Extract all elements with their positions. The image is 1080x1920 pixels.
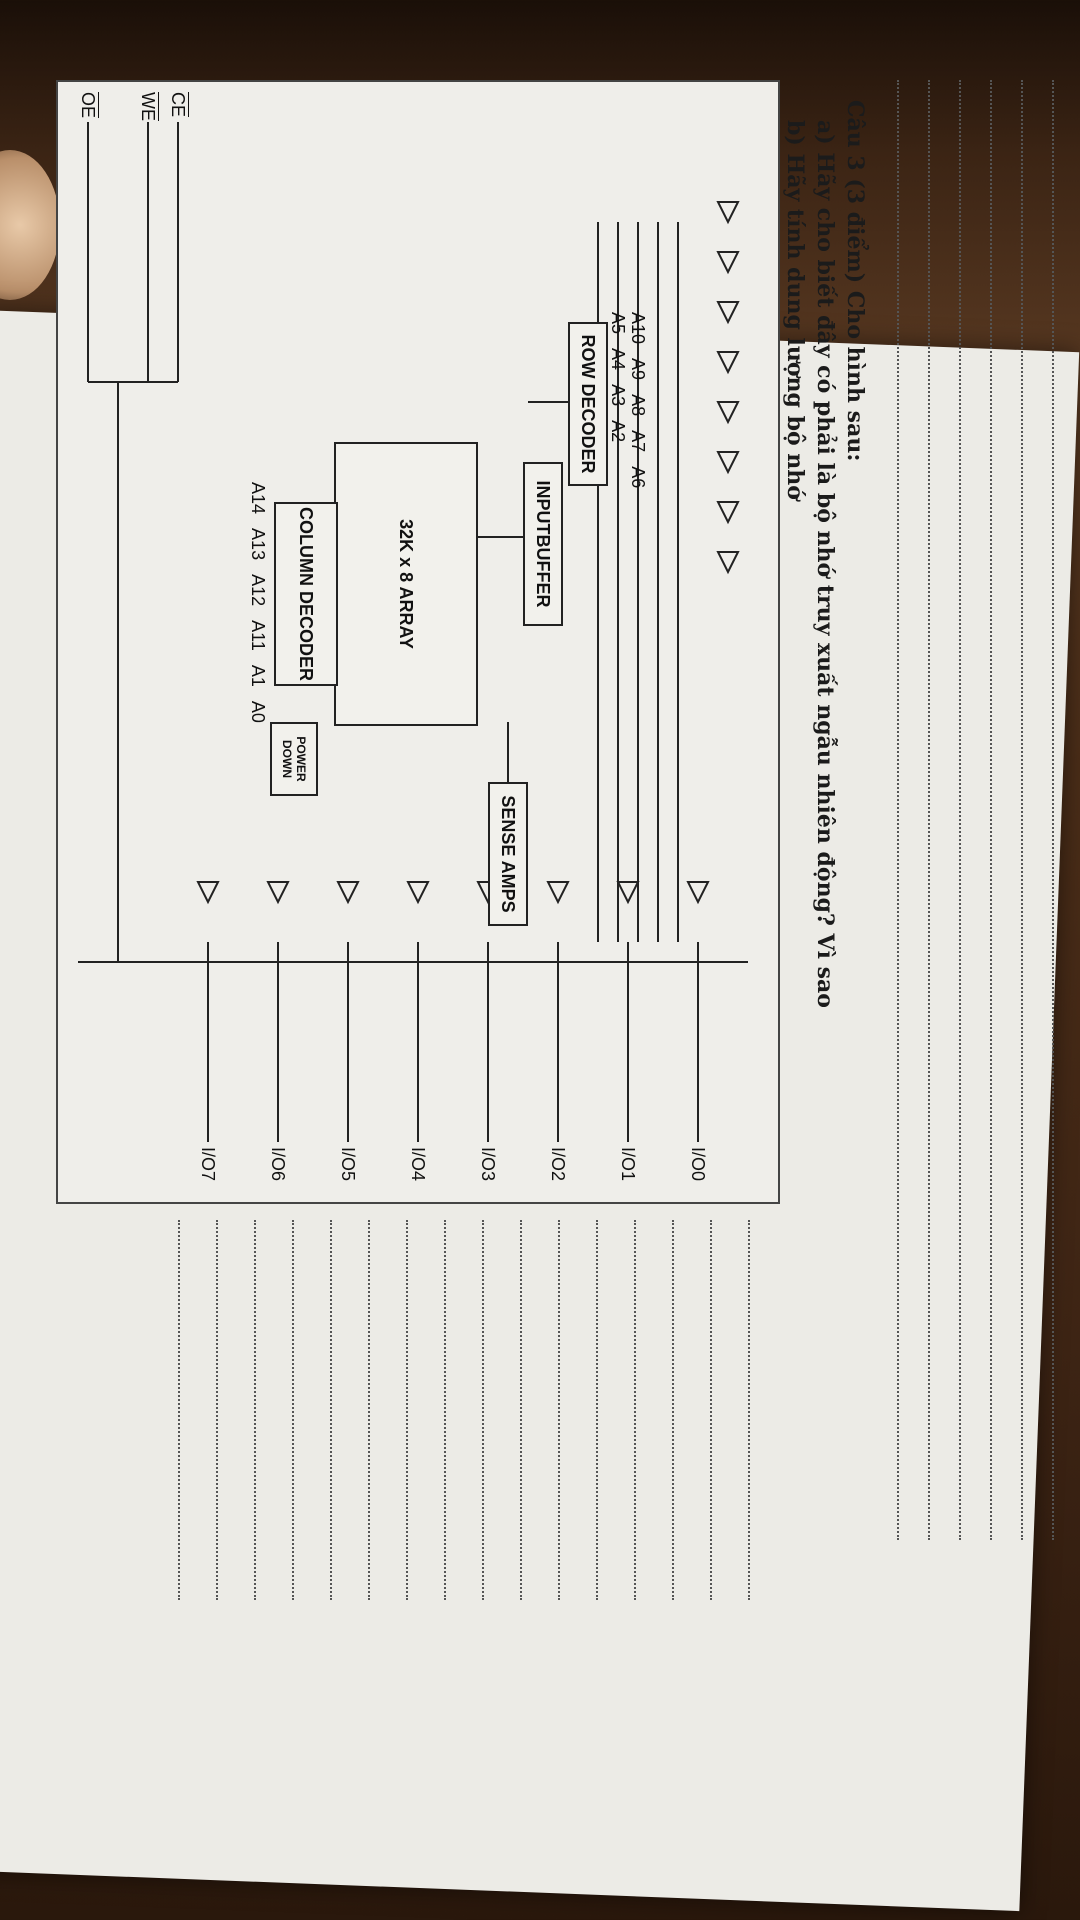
pin-io1: I/O1: [618, 1147, 638, 1182]
pin-a13: A13: [248, 528, 268, 561]
pin-a10: A10: [628, 312, 648, 345]
row-decoder: ROW DECODER: [568, 322, 608, 486]
column-decoder: COLUMN DECODER: [274, 502, 338, 686]
input-buffer: INPUTBUFFER: [523, 462, 563, 626]
exam-page: Câu 3 (3 điểm) Cho hình sau: a) Hãy cho …: [0, 40, 1080, 1640]
pin-io0: I/O0: [688, 1147, 708, 1182]
pin-a6: A6: [628, 466, 648, 489]
sense-amps: SENSE AMPS: [488, 782, 528, 926]
question-title: Câu 3 (3 điểm) Cho hình sau:: [842, 100, 868, 462]
pin-a0: A0: [248, 700, 268, 723]
pin-io2: I/O2: [548, 1147, 568, 1182]
pin-a3: A3: [608, 384, 628, 407]
pin-io3: I/O3: [478, 1147, 498, 1182]
pin-io5: I/O5: [338, 1147, 358, 1182]
pin-a12: A12: [248, 574, 268, 607]
pin-io7: I/O7: [198, 1147, 218, 1182]
power-down: POWER DOWN: [270, 722, 318, 796]
answer-lines-top: [894, 80, 1080, 1540]
column-address-pins: A14 A13 A12 A11 A1 A0: [247, 482, 268, 802]
pin-ce: CE: [168, 92, 188, 118]
memory-array: 32K x 8 ARRAY: [334, 442, 478, 726]
pin-io4: I/O4: [408, 1147, 428, 1182]
pin-a1: A1: [248, 664, 268, 687]
sram-block-diagram: ROW DECODER INPUTBUFFER 32K x 8 ARRAY SE…: [56, 80, 780, 1204]
pin-a4: A4: [608, 348, 628, 371]
pin-a5: A5: [608, 312, 628, 335]
row-address-pins: A10 A9 A8 A7 A6: [627, 312, 648, 512]
row-address-pins-2: A5 A4 A3 A2: [607, 312, 628, 512]
pin-we: WE: [138, 92, 158, 121]
pin-a7: A7: [628, 430, 648, 453]
pin-a9: A9: [628, 358, 648, 381]
pin-a8: A8: [628, 394, 648, 417]
pin-io6: I/O6: [268, 1147, 288, 1182]
pin-a14: A14: [248, 482, 268, 515]
pin-a2: A2: [608, 420, 628, 443]
answer-lines-right: [172, 1220, 780, 1600]
question-item-b: b) Hãy tính dung lượng bộ nhớ: [782, 120, 808, 500]
question-item-a: a) Hãy cho biết đây có phải là bộ nhớ tr…: [812, 120, 838, 1008]
pin-a11: A11: [248, 620, 268, 651]
pin-oe: OE: [78, 92, 98, 119]
